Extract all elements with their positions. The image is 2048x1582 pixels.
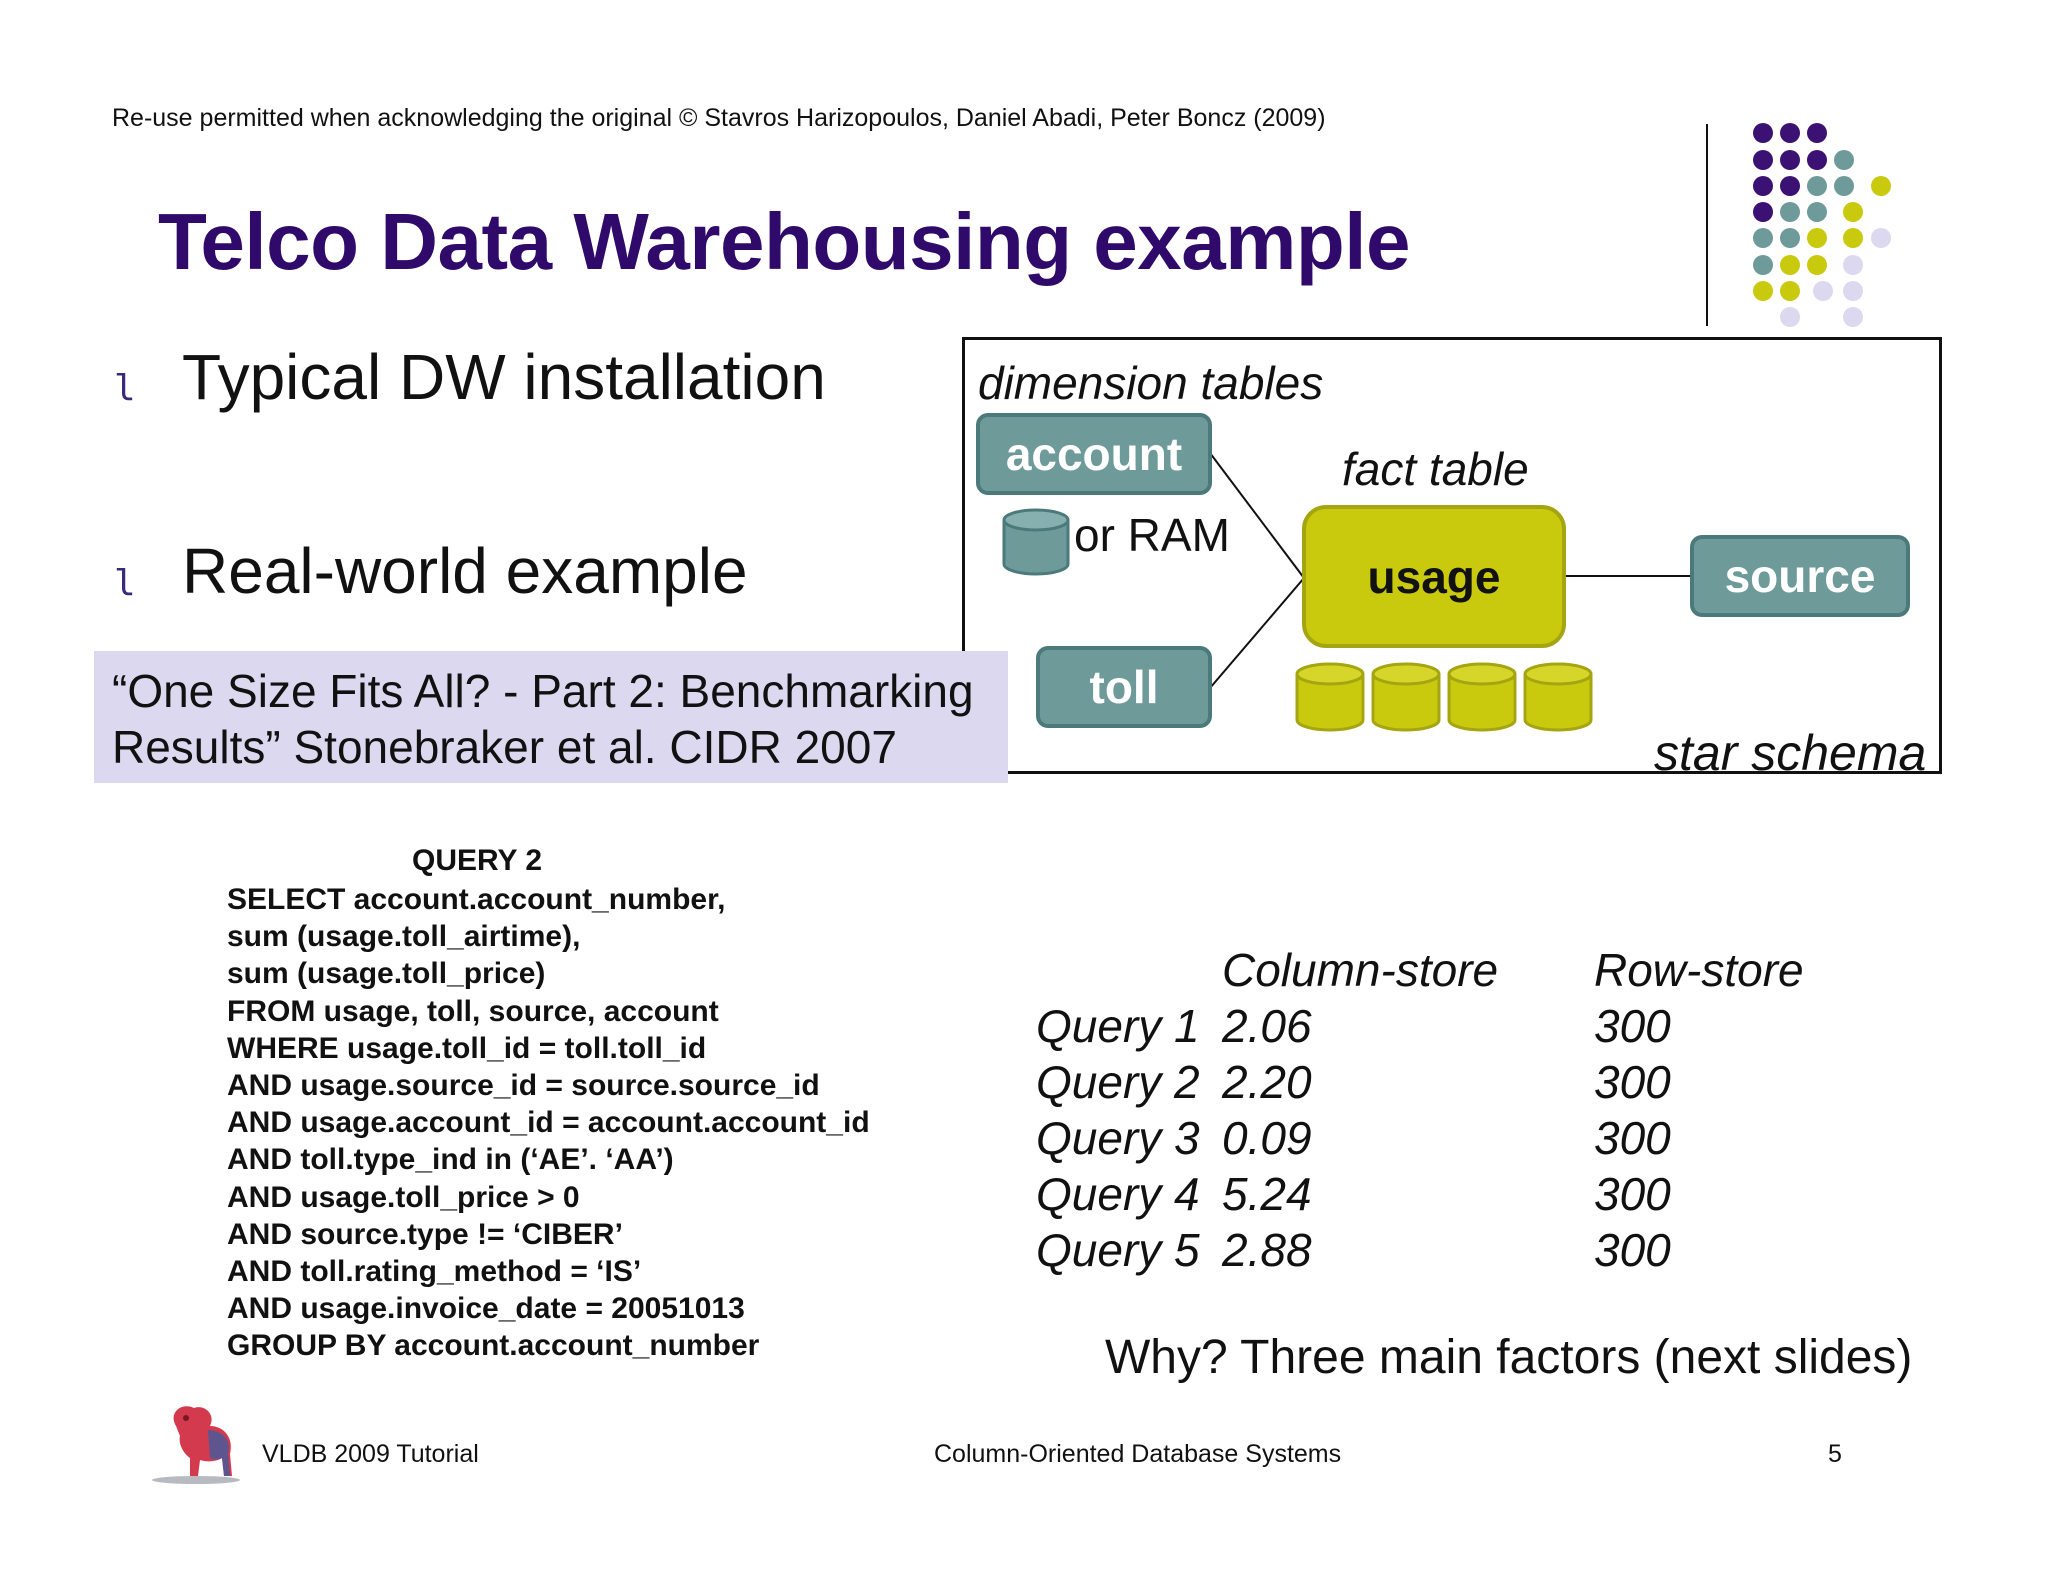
- copyright-notice: Re-use permitted when acknowledging the …: [112, 104, 1326, 132]
- query-line: FROM usage, toll, source, account: [227, 994, 719, 1028]
- result-column-value: 0.09: [1222, 1112, 1312, 1164]
- fact-storage-cylinders: [1295, 662, 1593, 732]
- bullet-marker: l: [114, 563, 136, 604]
- row-store-header: Row-store: [1594, 944, 1804, 996]
- query-line: GROUP BY account.account_number: [227, 1329, 760, 1363]
- query-line: AND usage.account_id = account.account_i…: [227, 1106, 870, 1140]
- account-table: account: [976, 413, 1212, 495]
- result-row-value: 300: [1594, 1000, 1671, 1052]
- query-sql: SELECT account.account_number, sum (usag…: [227, 881, 870, 1365]
- result-query-name: Query 1: [1036, 1000, 1200, 1052]
- result-column-value: 2.20: [1222, 1056, 1312, 1108]
- query-line: AND toll.rating_method = ‘IS’: [227, 1255, 642, 1289]
- star-schema-diagram: [962, 337, 1942, 774]
- slide-title: Telco Data Warehousing example: [158, 197, 1411, 286]
- lion-logo: [152, 1406, 240, 1484]
- column-store-header: Column-store: [1222, 944, 1499, 996]
- dimension-tables-label: dimension tables: [978, 357, 1324, 409]
- footer-event: VLDB 2009 Tutorial: [262, 1440, 479, 1468]
- result-row-value: 300: [1594, 1056, 1671, 1108]
- or-ram-label: or RAM: [1074, 509, 1230, 561]
- query-title: QUERY 2: [412, 844, 543, 877]
- result-column-value: 2.06: [1222, 1000, 1312, 1052]
- query-line: AND usage.toll_price > 0: [227, 1180, 580, 1214]
- query-line: WHERE usage.toll_id = toll.toll_id: [227, 1031, 707, 1065]
- result-column-value: 2.88: [1222, 1224, 1312, 1276]
- query-line: AND usage.invoice_date = 20051013: [227, 1292, 745, 1326]
- result-row-value: 300: [1594, 1168, 1671, 1220]
- reference-text: “One Size Fits All? - Part 2: Benchmarki…: [112, 663, 974, 775]
- footer-course-title: Column-Oriented Database Systems: [934, 1440, 1342, 1468]
- result-query-name: Query 4: [1036, 1168, 1200, 1220]
- header-divider: [1706, 124, 1708, 326]
- result-query-name: Query 2: [1036, 1056, 1200, 1108]
- query-line: AND source.type != ‘CIBER’: [227, 1217, 623, 1251]
- usage-fact-table: usage: [1302, 505, 1566, 648]
- source-table: source: [1690, 535, 1910, 617]
- query-line: SELECT account.account_number,: [227, 883, 726, 916]
- bullet-marker: l: [114, 368, 136, 409]
- bullet-typical-dw: Typical DW installation: [182, 341, 826, 413]
- reference-line-2: Results” Stonebraker et al. CIDR 2007: [112, 721, 897, 773]
- query-line: sum (usage.toll_airtime),: [227, 920, 581, 954]
- query-line: AND toll.type_ind in (‘AE’. ‘AA’): [227, 1143, 674, 1177]
- toll-table: toll: [1036, 646, 1212, 728]
- why-factors-text: Why? Three main factors (next slides): [1105, 1331, 1913, 1384]
- database-cylinder-icon: [1002, 508, 1070, 576]
- query-line: AND usage.source_id = source.source_id: [227, 1069, 820, 1103]
- star-schema-caption: star schema: [1654, 725, 1927, 781]
- result-column-value: 5.24: [1222, 1168, 1312, 1220]
- fact-table-label: fact table: [1342, 443, 1529, 495]
- query-line: sum (usage.toll_price): [227, 957, 546, 991]
- bullet-real-world: Real-world example: [182, 535, 748, 607]
- result-row-value: 300: [1594, 1112, 1671, 1164]
- result-query-name: Query 5: [1036, 1224, 1200, 1276]
- reference-line-1: “One Size Fits All? - Part 2: Benchmarki…: [112, 665, 974, 717]
- result-query-name: Query 3: [1036, 1112, 1200, 1164]
- result-row-value: 300: [1594, 1224, 1671, 1276]
- page-number: 5: [1828, 1440, 1842, 1468]
- reference-box: [94, 651, 1008, 783]
